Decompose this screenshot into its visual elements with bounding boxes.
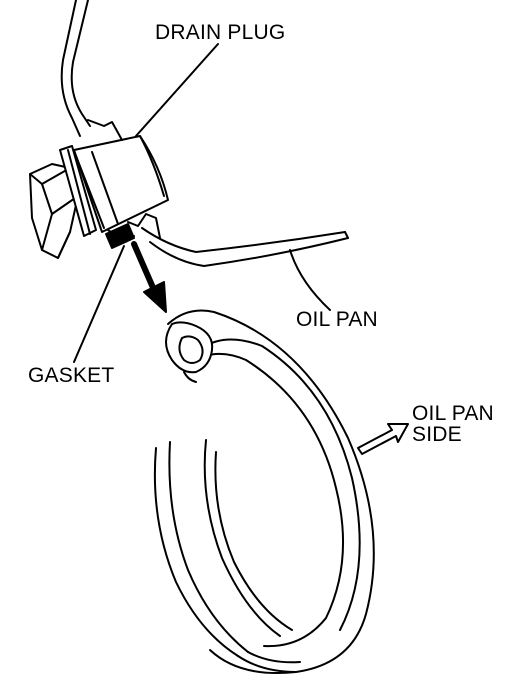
gasket-seated xyxy=(105,223,135,249)
label-oil-pan-side: OIL PAN SIDE xyxy=(412,403,494,445)
leader-drain-plug xyxy=(135,43,219,137)
oil-pan-flange xyxy=(141,227,349,267)
outline-arrow-icon xyxy=(357,423,409,455)
arrow-down-right-icon xyxy=(131,241,167,313)
label-oil-pan-side-line1: OIL PAN xyxy=(412,402,494,425)
gasket-ring xyxy=(153,309,375,675)
oil-pan-wall xyxy=(60,0,91,137)
label-gasket: GASKET xyxy=(28,364,115,387)
leader-gasket xyxy=(73,245,125,363)
leader-oil-pan xyxy=(289,249,331,311)
label-drain-plug: DRAIN PLUG xyxy=(155,21,286,44)
drain-plug xyxy=(29,119,169,259)
label-oil-pan: OIL PAN xyxy=(296,308,378,331)
label-oil-pan-side-line2: SIDE xyxy=(412,423,462,446)
